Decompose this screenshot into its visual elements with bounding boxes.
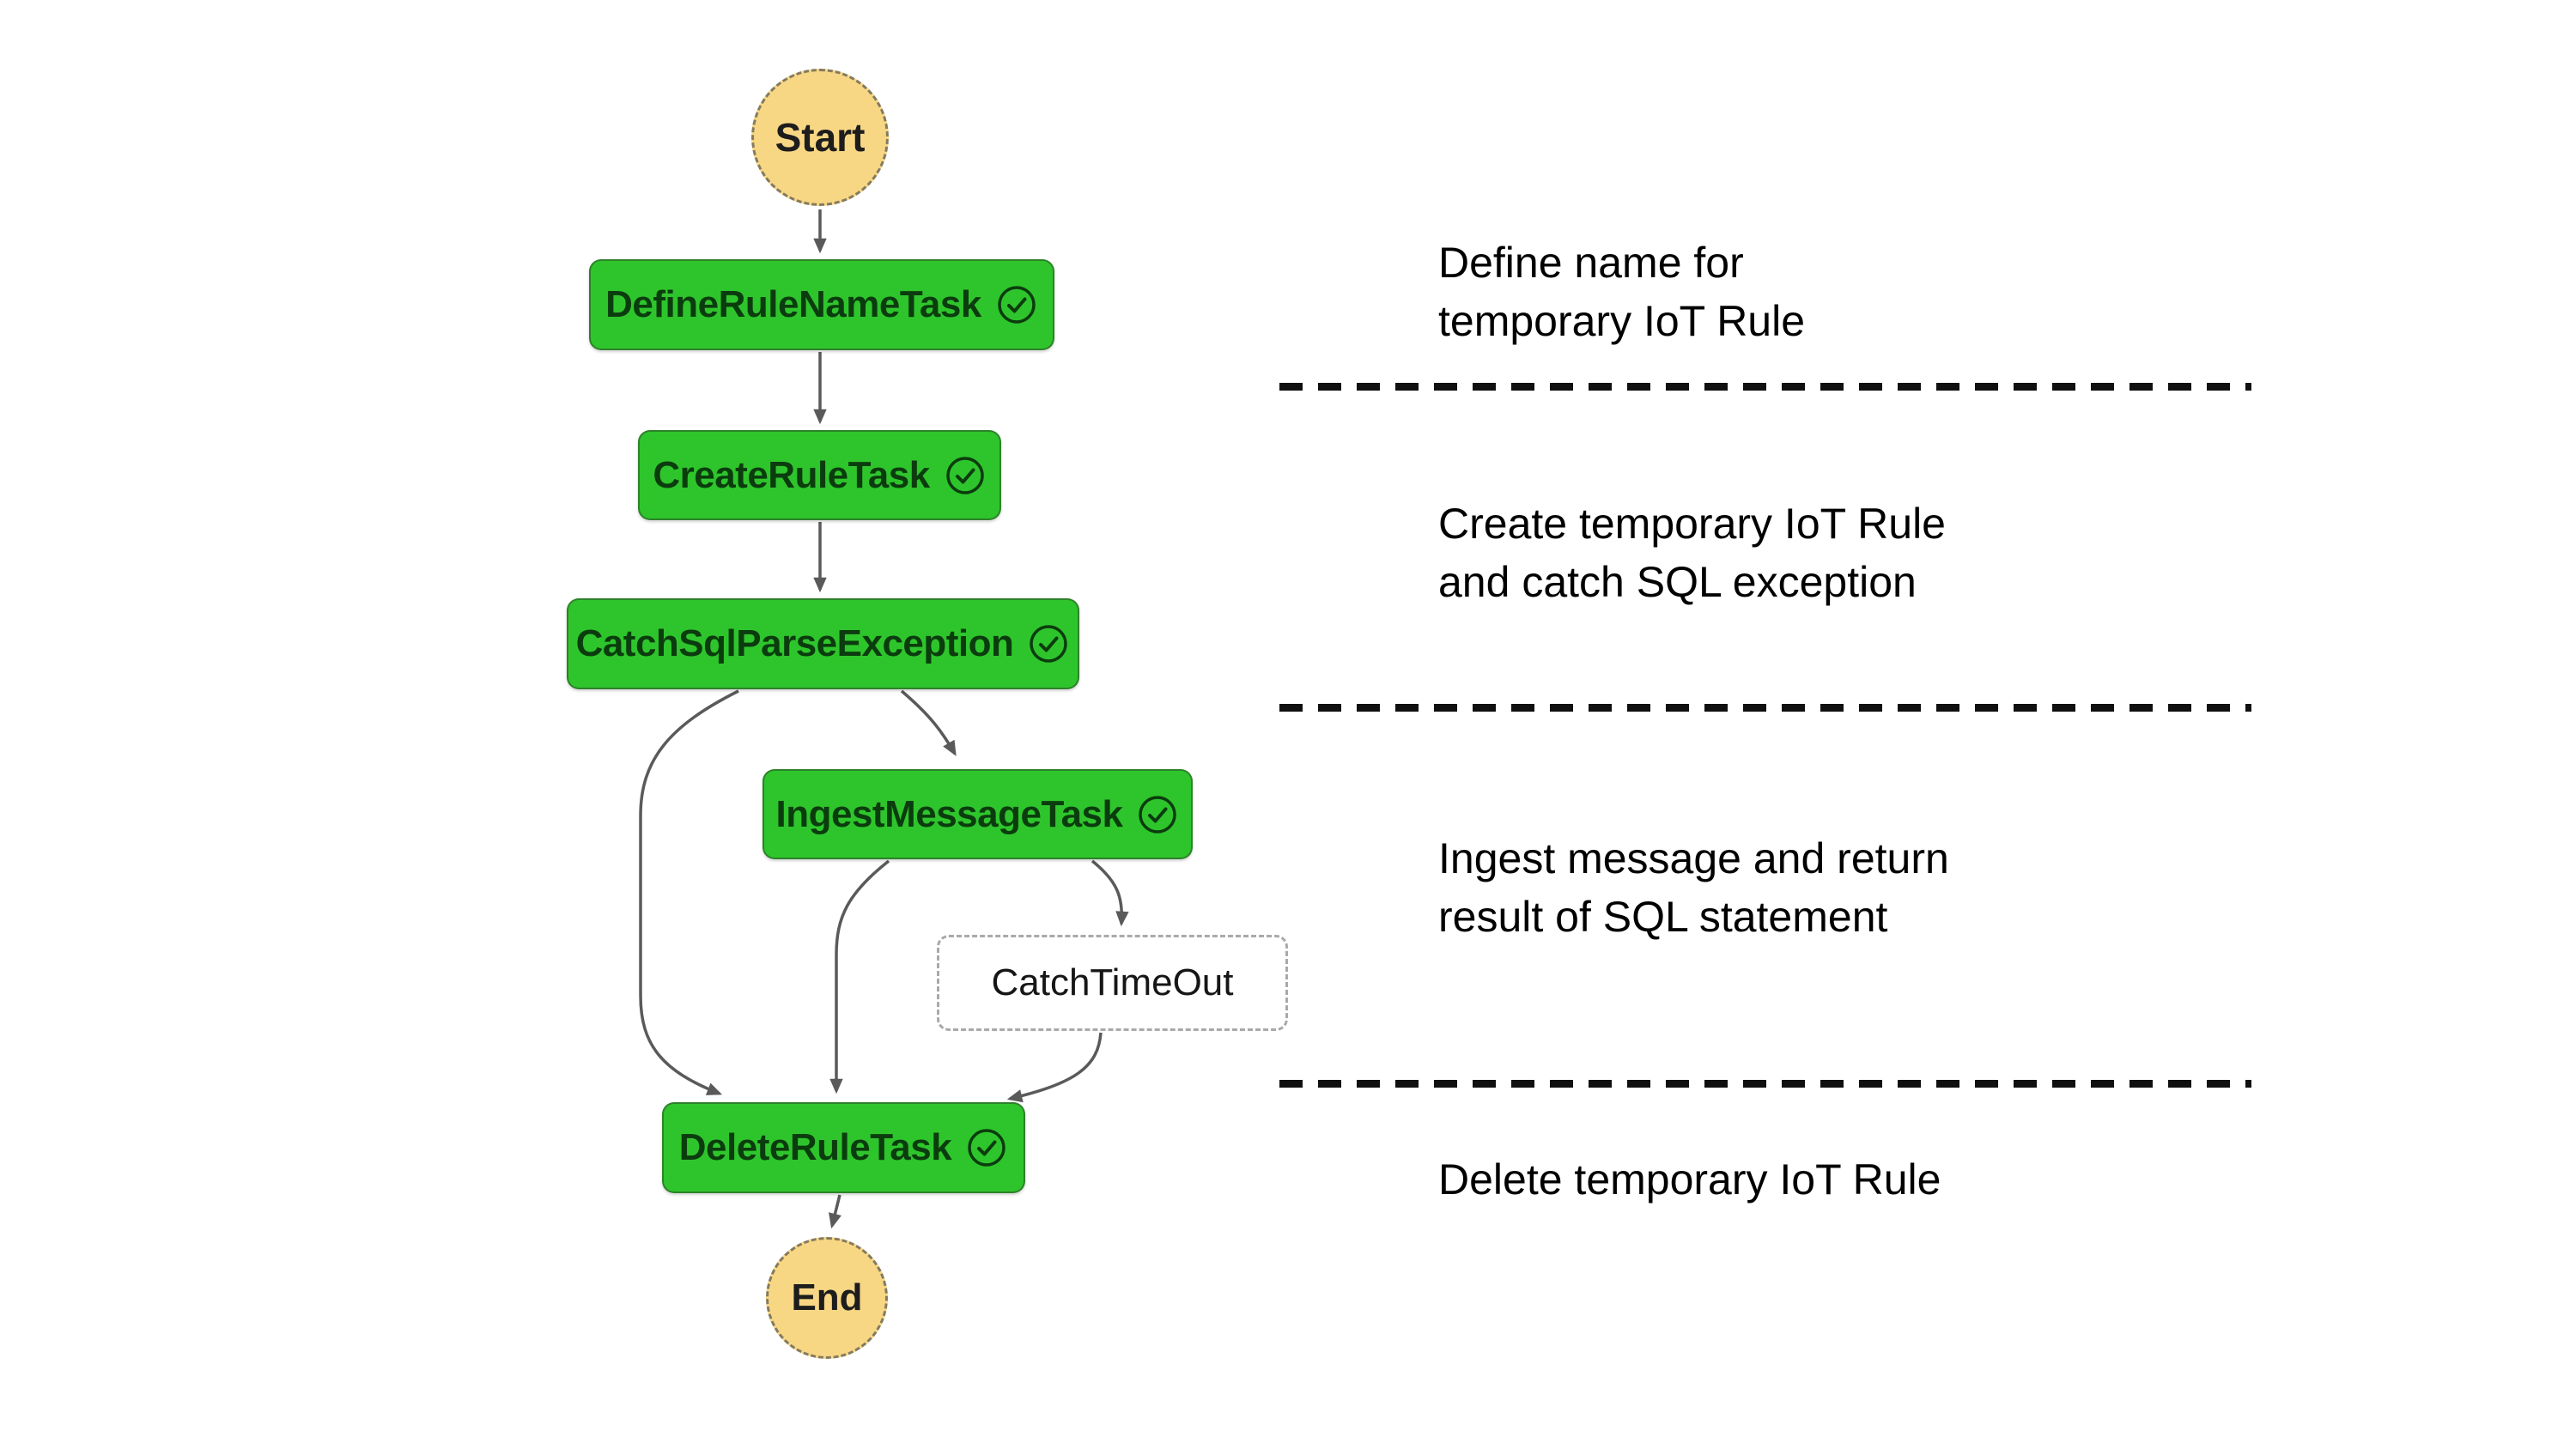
edge-catchsql-to-ingestmessage [900, 689, 957, 756]
annotation-line: result of SQL statement [1438, 893, 1888, 941]
task-label: CatchSqlParseException [575, 622, 1014, 664]
success-check-icon [965, 1126, 1008, 1169]
annotation-create-rule: Create temporary IoT Rule and catch SQL … [1438, 494, 1946, 611]
edge-ingestmessage-to-deleterule [829, 859, 890, 1094]
edge-catchtimeout-to-deleterule [1006, 1032, 1103, 1103]
success-check-icon [1136, 793, 1179, 836]
section-divider-3 [1279, 1080, 2251, 1088]
annotation-ingest-message: Ingest message and return result of SQL … [1438, 829, 1949, 946]
start-label: Start [775, 115, 866, 160]
annotation-line: Create temporary IoT Rule [1438, 500, 1946, 548]
success-check-icon [1027, 622, 1070, 665]
task-node-ingest-message: IngestMessageTask [762, 769, 1193, 859]
annotation-line: Define name for [1438, 239, 1744, 287]
end-node: End [766, 1237, 888, 1359]
annotation-define-name: Define name for temporary IoT Rule [1438, 233, 1805, 350]
task-node-create-rule: CreateRuleTask [638, 430, 1001, 520]
task-label: IngestMessageTask [775, 792, 1123, 835]
task-node-delete-rule: DeleteRuleTask [662, 1102, 1025, 1193]
task-node-catch-sql-parse-exception: CatchSqlParseException [567, 598, 1079, 689]
annotation-line: Ingest message and return [1438, 834, 1949, 882]
task-node-define-rule-name: DefineRuleNameTask [589, 259, 1054, 350]
annotation-delete-rule: Delete temporary IoT Rule [1438, 1150, 1941, 1209]
success-check-icon [995, 283, 1038, 326]
end-label: End [791, 1276, 863, 1319]
annotation-line: Delete temporary IoT Rule [1438, 1155, 1941, 1203]
edge-ingestmessage-to-catchtimeout [1091, 859, 1129, 927]
task-label: CreateRuleTask [653, 453, 930, 496]
task-label: DefineRuleNameTask [605, 283, 981, 325]
section-divider-1 [1279, 383, 2251, 391]
task-label: DeleteRuleTask [678, 1126, 952, 1168]
annotation-line: temporary IoT Rule [1438, 297, 1806, 345]
start-node: Start [751, 69, 889, 206]
edge-catchsql-to-deleterule [639, 689, 739, 1095]
annotation-line: and catch SQL exception [1438, 558, 1917, 606]
section-divider-2 [1279, 704, 2251, 712]
edge-deleterule-to-end [828, 1194, 841, 1229]
task-node-catch-timeout: CatchTimeOut [937, 935, 1288, 1031]
task-label: CatchTimeOut [991, 961, 1234, 1003]
success-check-icon [944, 454, 987, 497]
